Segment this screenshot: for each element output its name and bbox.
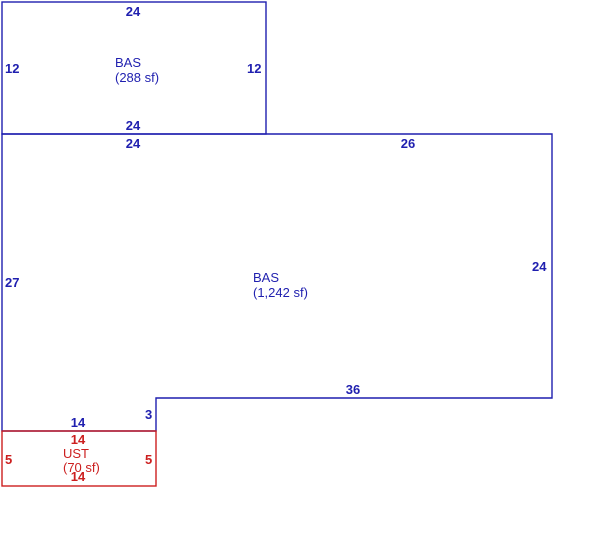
dim-upper-bottom: 24 xyxy=(126,118,141,133)
dim-upper-left: 12 xyxy=(5,61,19,76)
dim-main-left: 27 xyxy=(5,275,19,290)
dim-upper-top: 24 xyxy=(126,4,141,19)
dim-ust-bottom: 14 xyxy=(71,469,86,484)
dim-ust-right: 5 xyxy=(145,452,152,467)
dim-ust-top: 14 xyxy=(71,432,86,447)
dim-main-right: 24 xyxy=(532,259,547,274)
ust-code: UST xyxy=(63,446,89,461)
dim-main-notch: 3 xyxy=(145,407,152,422)
dim-main-bottom: 36 xyxy=(346,382,360,397)
ust-outline xyxy=(1,430,157,487)
ust-area: (70 sf) xyxy=(63,460,100,475)
dim-ust-left: 5 xyxy=(5,452,12,467)
main-bas-area: (1,242 sf) xyxy=(253,285,308,300)
dim-main-top-left: 24 xyxy=(126,136,141,151)
dim-main-top-right: 26 xyxy=(401,136,415,151)
dim-main-bottom-left: 14 xyxy=(71,415,86,430)
upper-bas-code: BAS xyxy=(115,55,141,70)
upper-bas-area: (288 sf) xyxy=(115,70,159,85)
dim-upper-right: 12 xyxy=(247,61,261,76)
main-bas-code: BAS xyxy=(253,270,279,285)
